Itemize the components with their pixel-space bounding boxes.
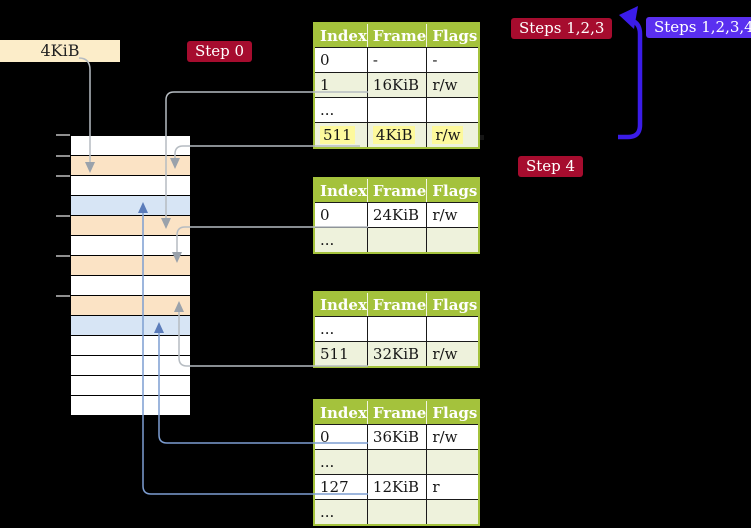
table-row: ... xyxy=(313,499,480,526)
memory-frame-row xyxy=(71,176,190,196)
highlighted-value: 4KiB xyxy=(372,126,416,144)
physical-memory-column xyxy=(70,135,191,416)
table-row: 0 24KiB r/w xyxy=(313,202,480,228)
flags-cell xyxy=(426,97,480,123)
step-4-badge: Step 4 xyxy=(518,156,584,177)
memory-frame-row xyxy=(71,296,190,316)
page-table-3: Index Frame Flags ... 511 32KiB r/w xyxy=(313,291,480,368)
steps-1234-badge: Steps 1,2,3,4 xyxy=(646,17,751,38)
flags-cell xyxy=(426,227,480,254)
memory-frame-row xyxy=(71,276,190,296)
table-row: 0 - - xyxy=(313,47,480,73)
flags-cell: r xyxy=(426,474,480,500)
recursive-loop-arrow xyxy=(618,17,643,140)
frame-cell: 32KiB xyxy=(366,341,428,368)
memory-frame-row xyxy=(71,216,190,236)
recursive-loop-arrowhead-icon xyxy=(619,6,638,29)
table-row-recursive: 511 4KiB r/w xyxy=(313,122,480,149)
column-header-flags: Flags xyxy=(426,399,480,425)
frame-boundary-tick xyxy=(56,295,70,297)
step-0-badge: Step 0 xyxy=(187,41,253,62)
index-cell: 0 xyxy=(313,424,368,450)
memory-frame-row xyxy=(71,376,190,396)
frame-cell xyxy=(366,316,428,342)
column-header-frame: Frame xyxy=(366,22,428,48)
column-header-index: Index xyxy=(313,399,368,425)
table1-edge-mark xyxy=(480,135,484,140)
frame-boundary-tick xyxy=(56,134,70,136)
index-cell: ... xyxy=(313,316,368,342)
column-header-index: Index xyxy=(313,22,368,48)
frame-cell: 36KiB xyxy=(366,424,428,450)
page-table-2: Index Frame Flags 0 24KiB r/w ... xyxy=(313,177,480,254)
flags-cell xyxy=(426,499,480,526)
frame-boundary-tick xyxy=(56,155,70,157)
frame-cell xyxy=(366,227,428,254)
frame-cell: 4KiB xyxy=(366,122,428,149)
memory-frame-row xyxy=(71,356,190,376)
frame-cell xyxy=(366,499,428,526)
flags-cell: r/w xyxy=(426,72,480,98)
table-row: 1 16KiB r/w xyxy=(313,72,480,98)
memory-frame-row xyxy=(71,236,190,256)
page-table-1: Index Frame Flags 0 - - 1 16KiB r/w ... … xyxy=(313,22,480,149)
column-header-index: Index xyxy=(313,291,368,317)
table-row: ... xyxy=(313,227,480,254)
highlighted-value: 511 xyxy=(320,126,355,144)
memory-frame-row xyxy=(71,136,190,156)
index-cell: ... xyxy=(313,227,368,254)
frame-cell: - xyxy=(366,47,428,73)
flags-cell: r/w xyxy=(426,122,480,149)
root-frame-label: 4KiB xyxy=(0,40,120,62)
column-header-frame: Frame xyxy=(366,177,428,203)
highlighted-value: r/w xyxy=(432,126,464,144)
column-header-flags: Flags xyxy=(426,177,480,203)
memory-frame-row xyxy=(71,336,190,356)
flags-cell: - xyxy=(426,47,480,73)
flags-cell xyxy=(426,449,480,475)
flags-cell: r/w xyxy=(426,424,480,450)
memory-frame-row xyxy=(71,396,190,415)
page-table-4: Index Frame Flags 0 36KiB r/w ... 127 12… xyxy=(313,399,480,526)
index-cell: 0 xyxy=(313,47,368,73)
frame-cell: 12KiB xyxy=(366,474,428,500)
frame-cell xyxy=(366,449,428,475)
index-cell: 511 xyxy=(313,122,368,149)
table-row: ... xyxy=(313,449,480,475)
index-cell: 0 xyxy=(313,202,368,228)
index-cell: 1 xyxy=(313,72,368,98)
column-header-frame: Frame xyxy=(366,399,428,425)
column-header-frame: Frame xyxy=(366,291,428,317)
frame-boundary-tick xyxy=(56,175,70,177)
memory-frame-row xyxy=(71,256,190,276)
frame-boundary-tick xyxy=(56,255,70,257)
memory-frame-row xyxy=(71,156,190,176)
column-header-flags: Flags xyxy=(426,22,480,48)
flags-cell xyxy=(426,316,480,342)
table-row: ... xyxy=(313,97,480,123)
index-cell: 127 xyxy=(313,474,368,500)
frame-cell: 24KiB xyxy=(366,202,428,228)
flags-cell: r/w xyxy=(426,341,480,368)
table-row: ... xyxy=(313,316,480,342)
frame-cell: 16KiB xyxy=(366,72,428,98)
index-cell: ... xyxy=(313,499,368,526)
column-header-index: Index xyxy=(313,177,368,203)
frame-boundary-tick xyxy=(56,215,70,217)
flags-cell: r/w xyxy=(426,202,480,228)
table-row: 127 12KiB r xyxy=(313,474,480,500)
memory-frame-row xyxy=(71,196,190,216)
frame-cell xyxy=(366,97,428,123)
column-header-flags: Flags xyxy=(426,291,480,317)
steps-123-badge: Steps 1,2,3 xyxy=(511,18,613,39)
index-cell: ... xyxy=(313,97,368,123)
index-cell: ... xyxy=(313,449,368,475)
memory-frame-row xyxy=(71,316,190,336)
index-cell: 511 xyxy=(313,341,368,368)
table-row: 0 36KiB r/w xyxy=(313,424,480,450)
table-row: 511 32KiB r/w xyxy=(313,341,480,368)
